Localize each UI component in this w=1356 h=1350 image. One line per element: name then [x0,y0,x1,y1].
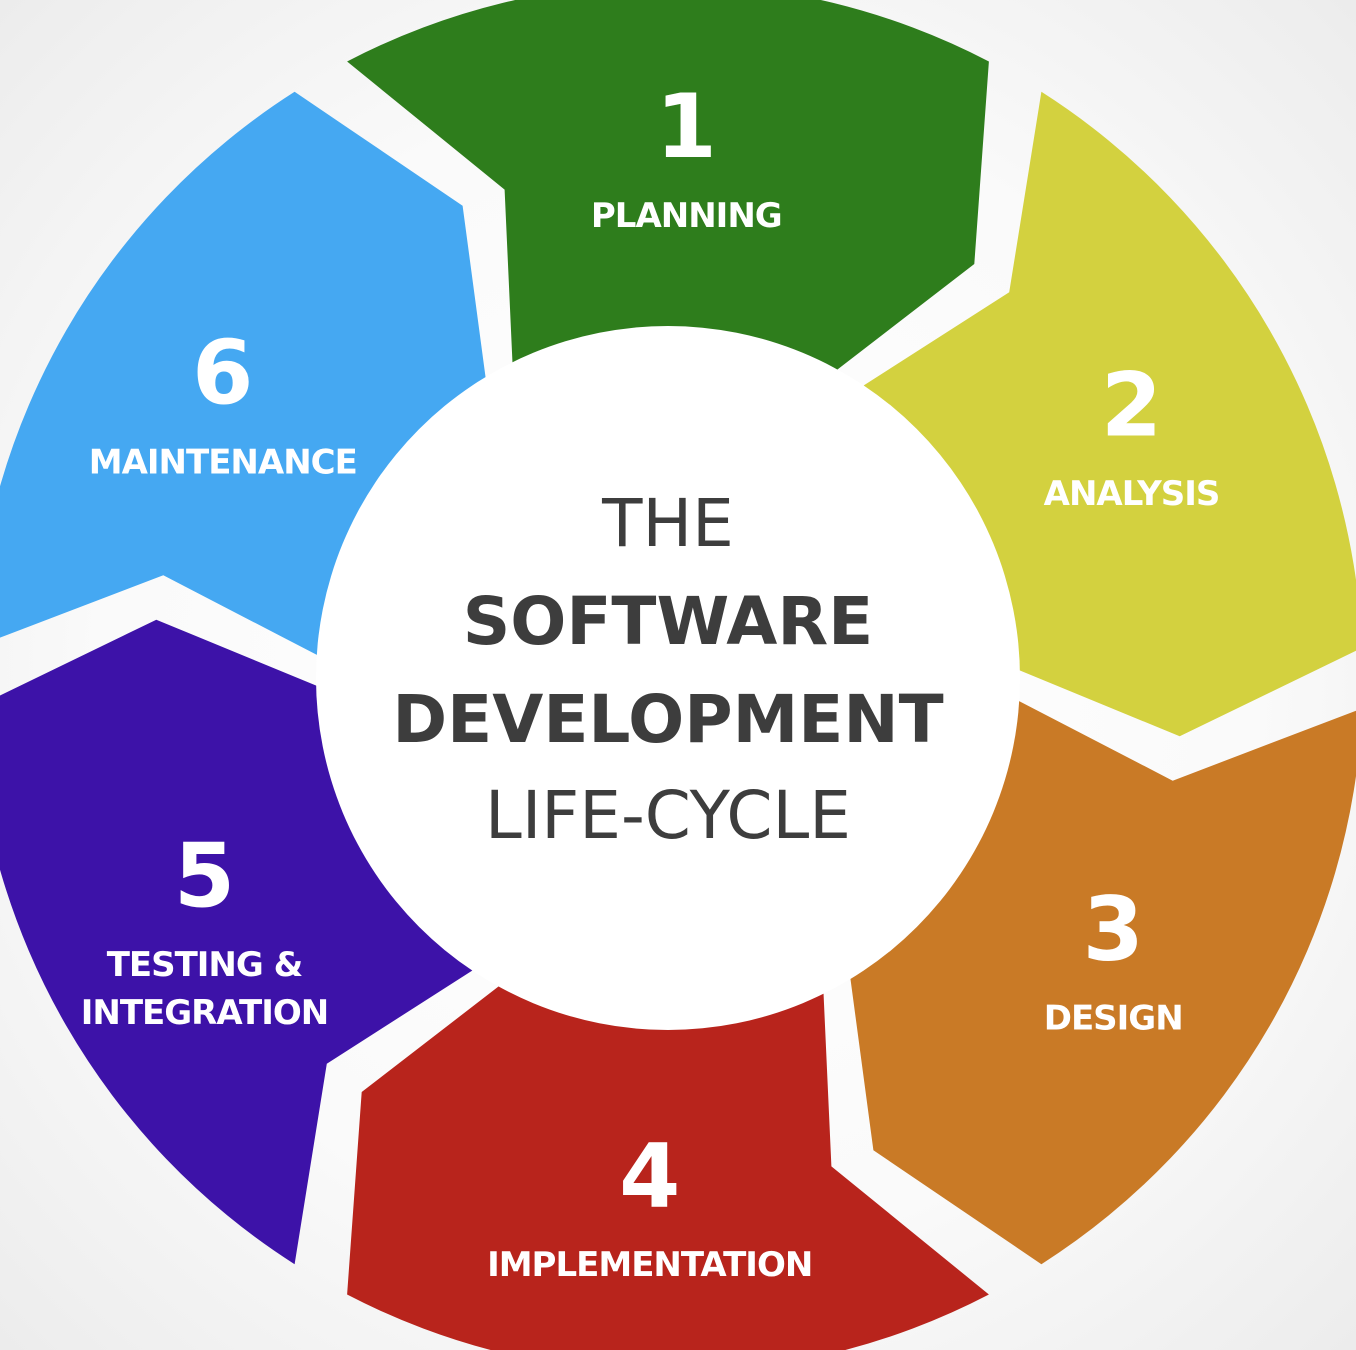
stage-segment-analysis [848,91,1356,737]
center-title: THE SOFTWARE DEVELOPMENT LIFE-CYCLE [392,485,943,854]
title-line-3: DEVELOPMENT [392,681,943,758]
stage-number-design: 3 [1083,878,1144,981]
stage-label-maintenance-1: MAINTENANCE [89,442,357,482]
stage-number-implementation: 4 [619,1125,680,1228]
stage-number-planning: 1 [656,75,717,178]
stage-label-planning-1: PLANNING [591,196,782,236]
title-line-1: THE [601,485,734,562]
stage-segment-planning [347,0,989,381]
stage-segment-testing-integration [0,619,488,1265]
stage-label-analysis-1: ANALYSIS [1044,474,1220,514]
stage-label-design-1: DESIGN [1044,999,1183,1039]
stage-segment-implementation [347,975,989,1350]
stage-label-testing-integration-2: INTEGRATION [81,993,329,1033]
stage-number-maintenance: 6 [192,322,253,425]
title-line-4: LIFE-CYCLE [485,777,851,854]
stage-label-testing-integration-1: TESTING & [107,945,303,985]
title-line-2: SOFTWARE [463,583,874,660]
stage-number-analysis: 2 [1101,353,1162,456]
stage-label-implementation-1: IMPLEMENTATION [487,1245,812,1285]
stage-number-testing-integration: 5 [174,824,235,927]
center-hub [316,326,1020,1030]
